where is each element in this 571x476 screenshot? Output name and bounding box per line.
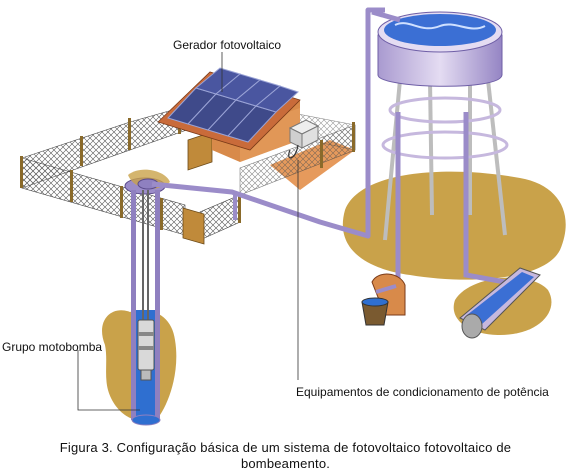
power-conditioning-box [288,119,320,159]
tap-and-bucket [361,273,406,326]
soil-patch-tower [342,171,566,280]
water-tower [371,9,509,241]
label-motor-pump-group: Grupo motobomba [2,340,103,354]
label-power-conditioning-equipment: Equipamentos de condicionamento de potên… [296,385,549,399]
caption-line-2: bombeamento. [240,456,331,471]
motor-pump-unit [137,319,155,381]
figure-caption: Figura 3. Configuração básica de um sist… [0,440,571,472]
caption-line-1: Figura 3. Configuração básica de um sist… [59,440,512,455]
solar-array [167,67,299,143]
leader-lines [77,52,299,411]
water-trough [459,267,541,339]
label-photovoltaic-generator: Gerador fotovoltaico [173,38,282,52]
water-pipe [151,7,385,239]
